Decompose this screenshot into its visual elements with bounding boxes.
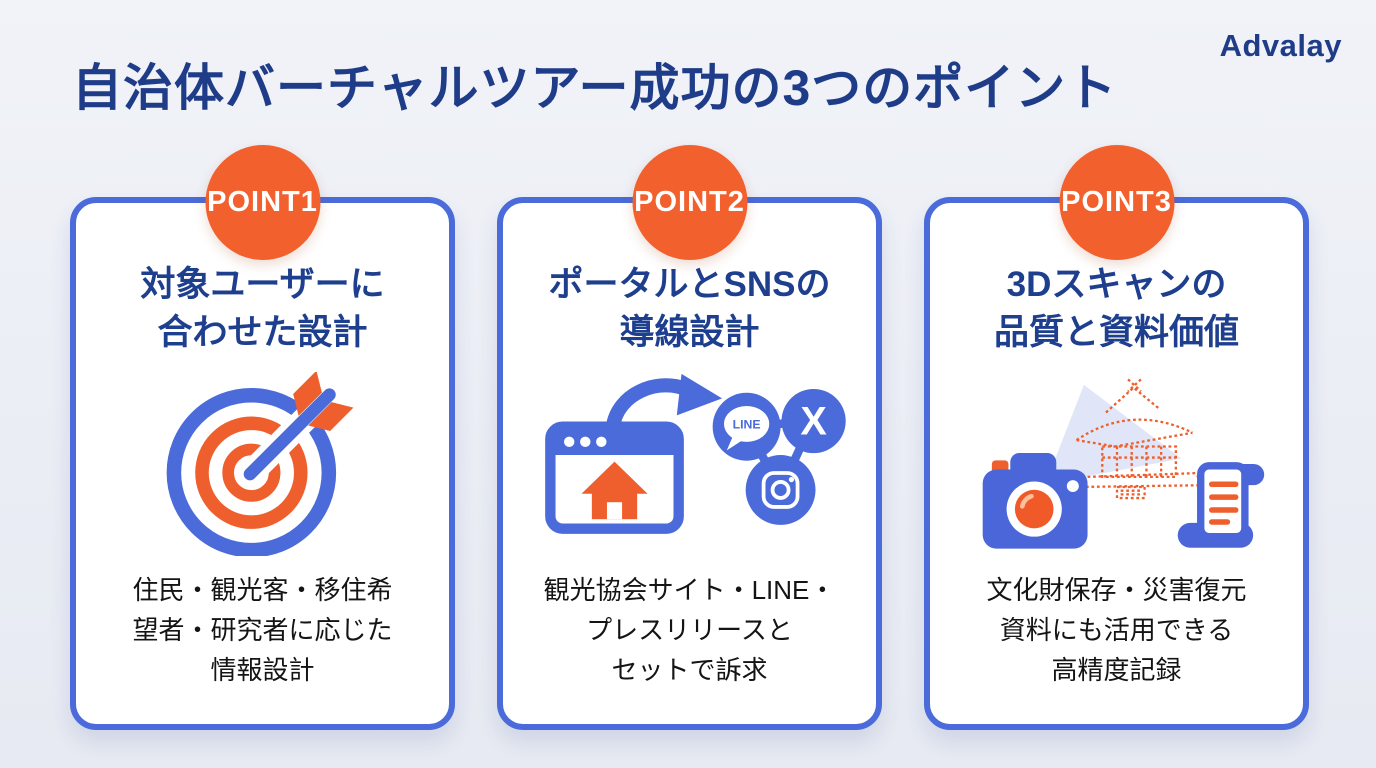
sns-cluster-icon: LINE X bbox=[712, 388, 846, 525]
house-icon bbox=[580, 461, 648, 519]
scroll-document-icon bbox=[1177, 461, 1264, 548]
card3-heading: 3Dスキャンの 品質と資料価値 bbox=[993, 265, 1239, 352]
points-row: POINT1 対象ユーザーに 合わせた設計 bbox=[70, 145, 1309, 730]
camera-icon bbox=[982, 452, 1088, 549]
brand-logo: Advalay bbox=[1219, 28, 1342, 63]
browser-window-icon bbox=[544, 421, 684, 534]
portal-to-sns-flow-icon: LINE X bbox=[520, 371, 860, 556]
svg-text:LINE: LINE bbox=[732, 417, 760, 431]
card2-body: 観光協会サイト・LINE・ プレスリリースと セットで訴求 bbox=[543, 575, 836, 685]
curved-arrow-icon bbox=[605, 373, 722, 430]
point2-badge: POINT2 bbox=[632, 145, 747, 260]
point-card-1: POINT1 対象ユーザーに 合わせた設計 bbox=[70, 145, 455, 730]
x-icon: X bbox=[781, 388, 846, 453]
target-dart-icon bbox=[160, 371, 366, 556]
3d-scan-archive-icon bbox=[947, 371, 1287, 556]
svg-text:X: X bbox=[800, 399, 827, 443]
point-card-3: POINT3 3Dスキャンの 品質と資料価値 bbox=[924, 145, 1309, 730]
point-card-2: POINT2 ポータルとSNSの 導線設計 bbox=[497, 145, 882, 730]
line-icon: LINE bbox=[712, 392, 781, 461]
card3-body: 文化財保存・災害復元 資料にも活用できる 高精度記録 bbox=[986, 575, 1247, 685]
card1-body: 住民・観光客・移住希 望者・研究者に応じた 情報設計 bbox=[132, 575, 393, 685]
instagram-icon bbox=[745, 454, 815, 525]
page-title: 自治体バーチャルツアー成功の3つのポイント bbox=[72, 60, 1118, 116]
point3-badge: POINT3 bbox=[1059, 145, 1174, 260]
card2-heading: ポータルとSNSの 導線設計 bbox=[548, 265, 831, 352]
point1-badge: POINT1 bbox=[205, 145, 320, 260]
card1-heading: 対象ユーザーに 合わせた設計 bbox=[140, 265, 385, 352]
